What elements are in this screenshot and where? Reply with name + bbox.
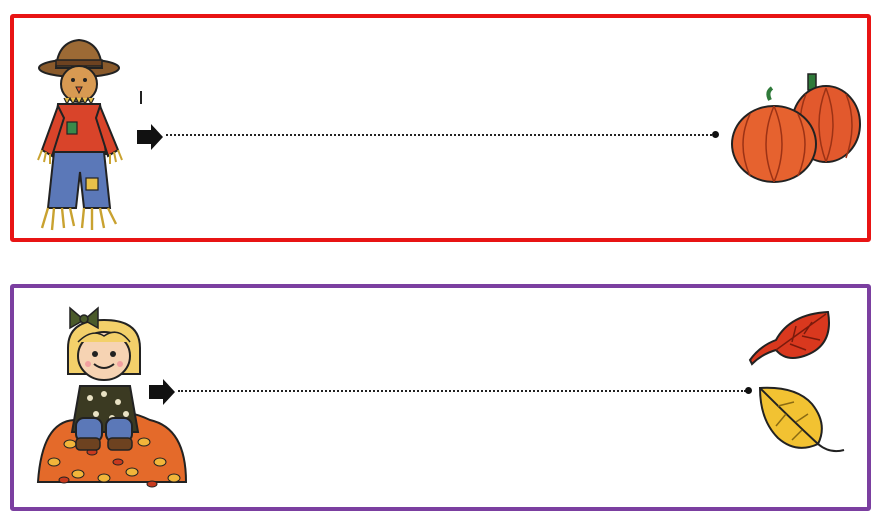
yellow-leaf-icon (758, 386, 845, 453)
scarecrow-icon (37, 38, 123, 231)
end-dot (745, 387, 752, 394)
trace-line (166, 134, 716, 136)
start-arrow-icon (149, 379, 175, 405)
end-dot (712, 131, 719, 138)
tracing-panel-girl-leaves (10, 284, 871, 511)
cursor-mark (140, 91, 142, 104)
red-leaf-icon (748, 310, 830, 366)
tracing-panel-scarecrow (10, 14, 871, 242)
start-arrow-icon (137, 124, 163, 150)
girl-in-leaves-icon (36, 306, 188, 488)
trace-line (178, 390, 746, 392)
pumpkins-icon (731, 73, 861, 183)
